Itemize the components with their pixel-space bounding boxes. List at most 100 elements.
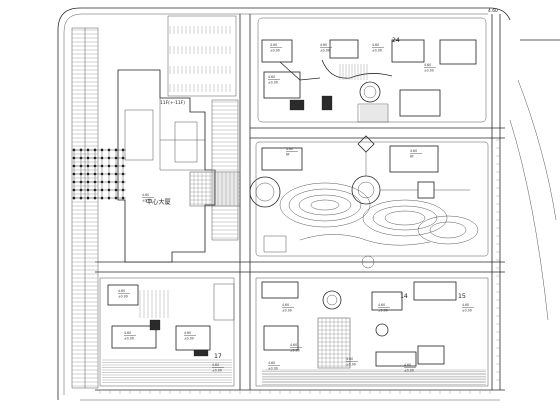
svg-text:4.60: 4.60 <box>124 331 131 335</box>
elevation-tag: 4.60 ±0.00 <box>268 361 280 371</box>
elevation-tag: 4.60 ±0.00 <box>268 75 280 85</box>
column-mark <box>114 164 118 168</box>
elevation-tag: 4.60 ±0.00 <box>212 363 224 373</box>
svg-text:4.60: 4.60 <box>404 363 411 367</box>
park-contour-lines <box>279 182 479 246</box>
column-mark <box>72 148 76 152</box>
column-mark <box>79 188 83 192</box>
column-mark <box>107 180 111 184</box>
column-mark <box>121 148 125 152</box>
column-mark <box>93 156 97 160</box>
svg-text:4.60: 4.60 <box>184 331 191 335</box>
column-mark <box>86 156 90 160</box>
svg-text:4.60: 4.60 <box>320 43 327 47</box>
svg-text:±0.00: ±0.00 <box>290 349 300 353</box>
column-mark <box>93 172 97 176</box>
elevation-tag: 4.60 ±0.00 <box>270 43 282 53</box>
svg-text:±0.00: ±0.00 <box>270 49 280 53</box>
svg-text:±0.00: ±0.00 <box>282 309 292 313</box>
column-mark <box>121 188 125 192</box>
tower-column-grid <box>72 148 126 200</box>
tower-east-parking <box>211 99 239 241</box>
svg-text:4.60: 4.60 <box>372 43 379 47</box>
column-mark <box>121 196 125 200</box>
elev-top-right: 4.60 <box>488 8 498 14</box>
column-mark <box>72 156 76 160</box>
block-number-14: 14 <box>400 293 408 300</box>
svg-text:±0.00: ±0.00 <box>372 49 382 53</box>
svg-text:±0.00: ±0.00 <box>378 309 388 313</box>
svg-text:±0.00: ±0.00 <box>404 369 414 373</box>
column-mark <box>93 196 97 200</box>
south-east-block <box>255 277 489 387</box>
column-mark <box>72 180 76 184</box>
block-number-15: 15 <box>458 293 466 300</box>
svg-text:4.60: 4.60 <box>462 303 469 307</box>
elevation-tag: 4.60 ±0.00 <box>372 43 384 53</box>
svg-text:4.60: 4.60 <box>286 147 293 151</box>
svg-text:4.60: 4.60 <box>212 363 219 367</box>
svg-text:6F: 6F <box>410 155 414 159</box>
column-mark <box>100 156 104 160</box>
svg-text:4.60: 4.60 <box>268 75 275 79</box>
contour-ring <box>417 215 479 245</box>
svg-text:4.60: 4.60 <box>378 303 385 307</box>
block-number-24: 24 <box>392 37 400 44</box>
svg-text:4.60: 4.60 <box>270 43 277 47</box>
column-mark <box>86 148 90 152</box>
sidewalk-ticks <box>99 139 500 394</box>
column-mark <box>86 180 90 184</box>
contour-ring <box>310 199 340 211</box>
column-mark <box>93 148 97 152</box>
contour-ring <box>372 205 438 231</box>
column-mark <box>107 164 111 168</box>
south-west-block <box>99 277 235 387</box>
north-east-hatching <box>339 64 388 121</box>
column-mark <box>100 196 104 200</box>
column-mark <box>79 180 83 184</box>
column-mark <box>107 188 111 192</box>
svg-text:±0.00: ±0.00 <box>184 337 194 341</box>
column-mark <box>86 196 90 200</box>
floors-label: 11F(+-11F) <box>160 100 185 106</box>
elevation-tag: 4.60 ±0.00 <box>462 303 474 313</box>
column-mark <box>114 188 118 192</box>
column-mark <box>121 156 125 160</box>
elevation-tag: 4.60 6F <box>286 147 298 157</box>
column-mark <box>93 164 97 168</box>
svg-text:±0.00: ±0.00 <box>212 369 222 373</box>
svg-text:±0.00: ±0.00 <box>346 363 356 367</box>
svg-text:4.60: 4.60 <box>410 149 417 153</box>
svg-text:±0.00: ±0.00 <box>320 49 330 53</box>
elevation-tag: 4.60 ±0.00 <box>424 63 436 73</box>
column-mark <box>107 196 111 200</box>
svg-text:6F: 6F <box>286 153 290 157</box>
column-mark <box>79 156 83 160</box>
svg-text:±0.00: ±0.00 <box>142 199 152 203</box>
svg-text:±0.00: ±0.00 <box>124 337 134 341</box>
svg-text:±0.00: ±0.00 <box>462 309 472 313</box>
column-mark <box>100 180 104 184</box>
contour-ring <box>362 199 448 237</box>
column-mark <box>107 156 111 160</box>
column-mark <box>79 196 83 200</box>
svg-text:4.60: 4.60 <box>118 289 125 293</box>
contour-ring <box>298 194 352 216</box>
column-mark <box>86 172 90 176</box>
svg-text:4.60: 4.60 <box>346 357 353 361</box>
column-mark <box>86 188 90 192</box>
column-mark <box>114 172 118 176</box>
svg-text:±0.00: ±0.00 <box>268 367 278 371</box>
column-mark <box>114 196 118 200</box>
column-mark <box>114 148 118 152</box>
column-mark <box>100 188 104 192</box>
column-mark <box>86 164 90 168</box>
column-mark <box>114 180 118 184</box>
entrance-plaza <box>189 171 241 207</box>
column-mark <box>72 164 76 168</box>
west-parking-strip <box>71 27 99 389</box>
contour-ring <box>384 210 426 226</box>
svg-text:4.60: 4.60 <box>142 193 149 197</box>
contour-ring <box>279 182 371 228</box>
